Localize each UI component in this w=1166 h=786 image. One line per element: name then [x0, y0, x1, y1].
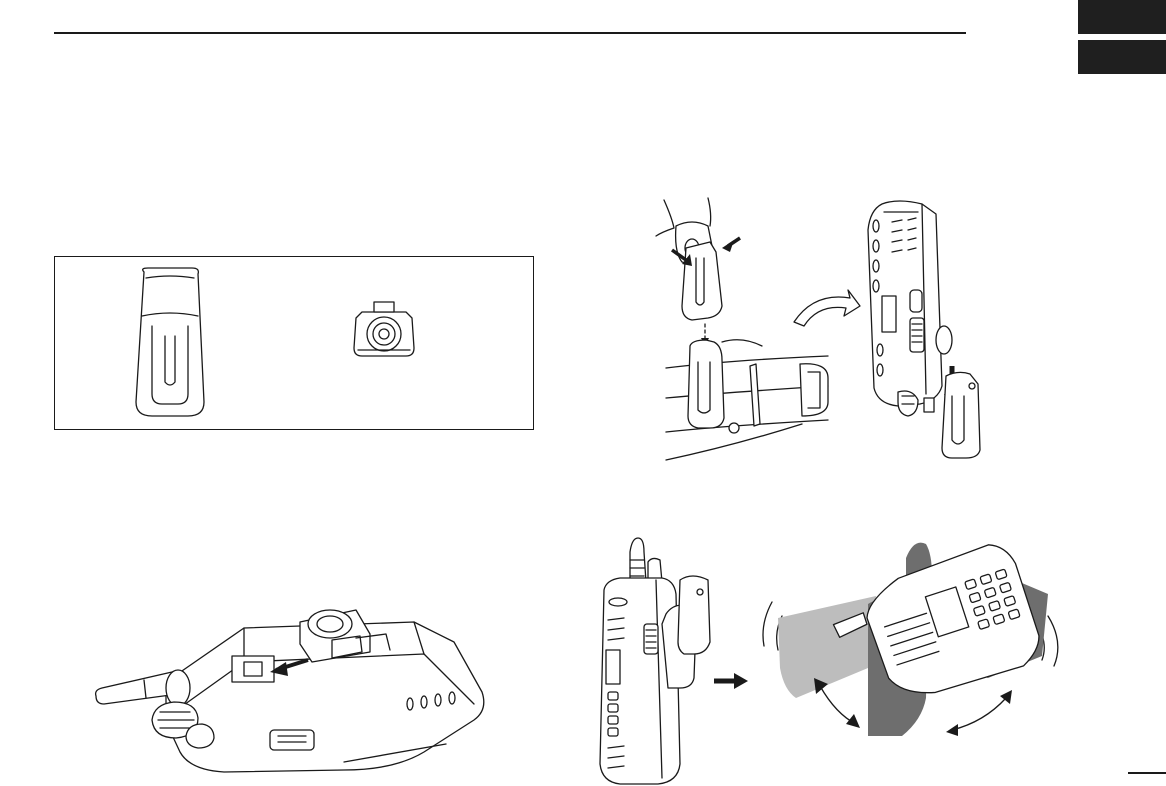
adapter-attach-illustration — [94, 592, 494, 782]
clip-adapter-illustration — [352, 300, 416, 362]
accessory-frame — [54, 256, 534, 430]
page-number-rule — [1128, 772, 1166, 774]
radio-on-clip-illustration — [592, 538, 720, 786]
header-rule — [54, 32, 966, 34]
radio-rotate-illustration — [756, 538, 1066, 744]
curved-arrow-icon — [790, 286, 862, 330]
section-tab — [1078, 0, 1166, 34]
section-tab-active — [1078, 40, 1166, 74]
arrow-right-icon — [714, 672, 748, 690]
belt-clip-illustration — [130, 266, 210, 420]
radio-mount-illustration — [862, 200, 984, 462]
belt-attach-illustration — [652, 196, 832, 468]
